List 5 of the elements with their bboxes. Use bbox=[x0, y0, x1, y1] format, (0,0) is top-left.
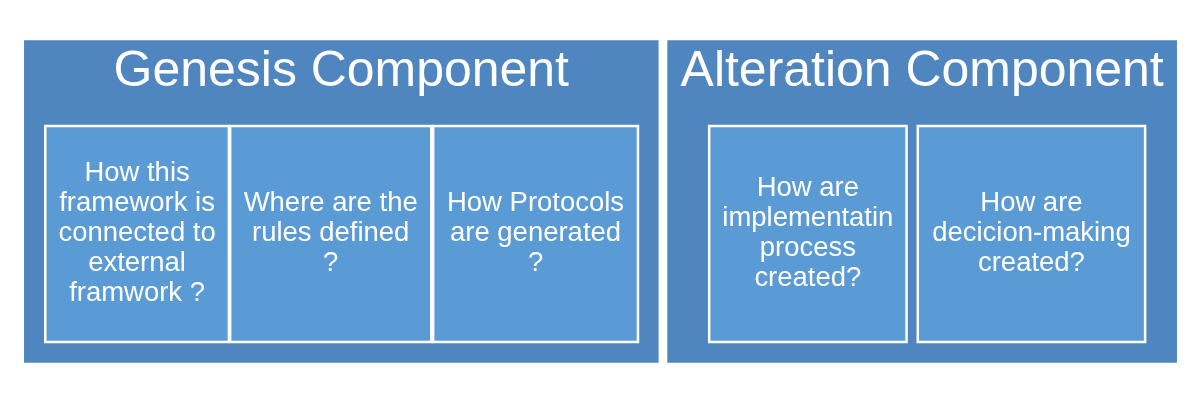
node-box: How Protocols are generated ? bbox=[431, 124, 640, 343]
node-box: How this framework is connected to external framwork ? bbox=[44, 124, 231, 343]
node-box: How are decicion-making created? bbox=[916, 124, 1147, 343]
node-box: Where are the rules defined ? bbox=[228, 124, 433, 343]
node-box: How are implementatin process created? bbox=[707, 124, 908, 343]
